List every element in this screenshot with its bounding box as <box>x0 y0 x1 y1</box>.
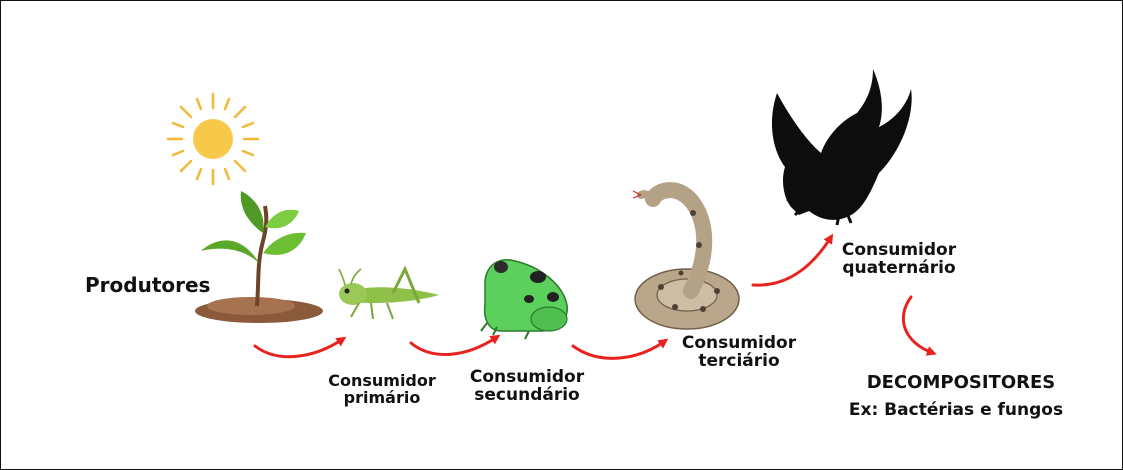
arrow-primary-to-secondary <box>409 334 501 356</box>
grasshopper-icon <box>338 265 439 320</box>
secondary-consumer-line1: Consumidor <box>469 367 585 387</box>
decomposers-title: DECOMPOSITORES <box>866 372 1056 393</box>
snake-icon <box>632 182 740 330</box>
eagle-icon <box>771 69 912 226</box>
primary-consumer-label: Consumidor primário <box>315 371 449 407</box>
tertiary-consumer-label: Consumidor terciário <box>669 333 809 371</box>
quaternary-consumer-line1: Consumidor <box>841 240 957 260</box>
arrow-producer-to-primary <box>253 336 347 359</box>
quaternary-consumer-label: Consumidor quaternário <box>829 240 969 278</box>
sun-icon <box>166 92 260 186</box>
plant-icon <box>195 191 323 323</box>
arrow-secondary-to-tertiary <box>571 338 669 360</box>
quaternary-consumer-line2: quaternário <box>842 257 956 278</box>
decomposers-example: Ex: Bactérias e fungos <box>848 400 1064 420</box>
arrow-quaternary-to-decomposers <box>901 295 937 356</box>
secondary-consumer-label: Consumidor secundário <box>463 367 591 405</box>
secondary-consumer-line2: secundário <box>474 384 580 405</box>
primary-consumer-line1: Consumidor <box>328 371 436 390</box>
primary-consumer-line2: primário <box>343 387 421 407</box>
arrow-tertiary-to-quaternary <box>751 233 834 287</box>
tertiary-consumer-line1: Consumidor <box>681 333 797 353</box>
producers-label: Produtores <box>85 273 211 297</box>
tertiary-consumer-line2: terciário <box>698 350 780 371</box>
flow-arrows <box>253 233 937 360</box>
frog-icon <box>480 259 568 340</box>
